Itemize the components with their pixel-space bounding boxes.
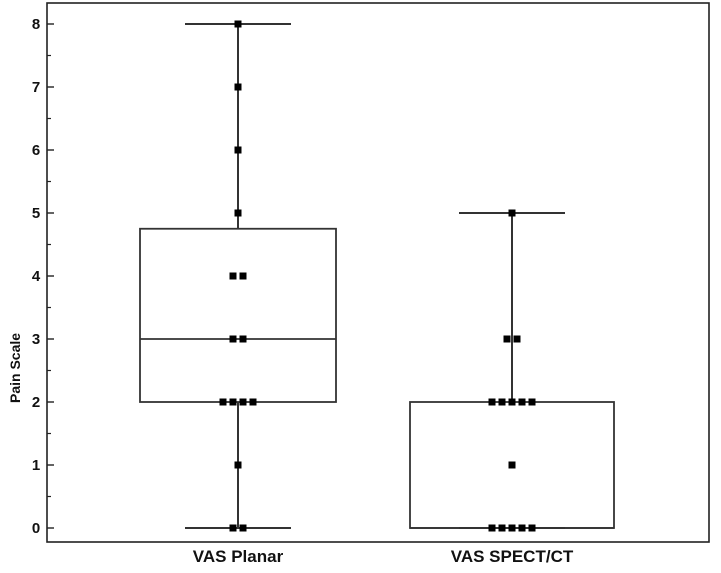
y-tick-label-6: 6 [32,142,40,159]
data-point [528,398,536,406]
plot-frame [46,2,710,543]
data-point [508,209,516,217]
box-1 [409,212,615,529]
data-point [239,398,247,406]
data-point [498,398,506,406]
data-point [234,83,242,91]
data-point [498,524,506,532]
data-point [229,272,237,280]
y-tick-label-0: 0 [32,520,40,537]
y-tick-label-7: 7 [32,79,40,96]
y-tick-label-1: 1 [32,457,40,474]
data-point [239,335,247,343]
x-axis-labels: VAS Planar VAS SPECT/CT [193,547,574,566]
data-point [518,524,526,532]
y-tick-label-8: 8 [32,16,40,33]
x-category-label-0: VAS Planar [193,547,284,566]
y-axis-title: Pain Scale [7,333,23,403]
data-point [508,461,516,469]
data-point [508,524,516,532]
y-tick-label-5: 5 [32,205,40,222]
data-point [229,335,237,343]
y-axis: 0 1 2 3 4 5 6 7 8 [32,16,54,537]
data-point [508,398,516,406]
data-point [239,524,247,532]
data-point [488,398,496,406]
data-point [234,461,242,469]
boxes [139,23,615,529]
data-point [488,524,496,532]
data-point [229,398,237,406]
data-point [234,146,242,154]
y-tick-label-3: 3 [32,331,40,348]
x-category-label-1: VAS SPECT/CT [451,547,574,566]
y-tick-label-4: 4 [32,268,41,285]
data-point [234,209,242,217]
data-point [234,20,242,28]
data-point [518,398,526,406]
data-point [503,335,511,343]
data-points [219,20,536,532]
box-0 [139,23,337,529]
iqr-box [139,227,337,403]
data-point [219,398,227,406]
data-point [513,335,521,343]
data-point [229,524,237,532]
y-tick-label-2: 2 [32,394,40,411]
data-point [239,272,247,280]
data-point [249,398,257,406]
data-point [528,524,536,532]
